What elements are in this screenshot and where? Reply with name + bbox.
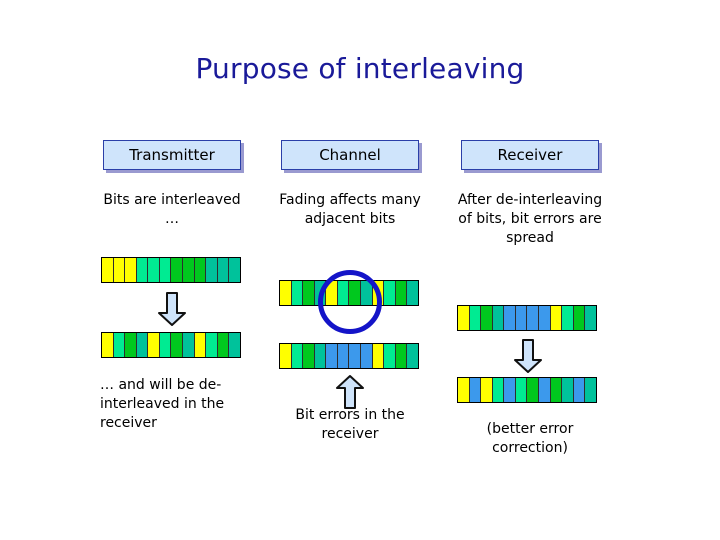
bit-cell: [492, 378, 505, 402]
bit-cell: [194, 258, 207, 282]
bit-cell: [573, 378, 586, 402]
bit-cell: [206, 333, 218, 357]
bit-errors-arrow-up-icon: [333, 374, 367, 410]
bit-cell: [527, 378, 540, 402]
bit-cell: [159, 333, 172, 357]
bit-strip-interleaved: [101, 332, 241, 358]
bit-cell: [458, 306, 470, 330]
caption-receiver-top: After de-interleaving of bits, bit error…: [457, 192, 603, 246]
bit-cell: [469, 378, 482, 402]
bit-cell: [585, 306, 596, 330]
bit-strip-deinterleaved: [457, 377, 597, 403]
bit-cell: [481, 306, 493, 330]
bit-cell: [395, 344, 408, 368]
bit-cell: [113, 333, 126, 357]
caption-channel-top: Fading affects many adjacent bits: [279, 192, 421, 227]
bit-cell: [314, 344, 327, 368]
bit-cell: [384, 344, 396, 368]
bit-cell: [550, 306, 563, 330]
bit-cell: [125, 333, 137, 357]
bit-cell: [303, 344, 315, 368]
bit-cell: [372, 344, 385, 368]
page-title: Purpose of interleaving: [195, 52, 525, 85]
bit-cell: [539, 378, 551, 402]
bit-cell: [217, 258, 230, 282]
bit-cell: [458, 378, 470, 402]
caption-receiver-bottom: (better error correction): [486, 421, 574, 456]
bit-cell: [183, 258, 195, 282]
caption-transmitter-bottom: … and will be de-interleaved in the rece…: [100, 377, 225, 431]
bit-cell: [194, 333, 207, 357]
bit-cell: [349, 344, 362, 368]
bit-cell: [361, 344, 373, 368]
bit-cell: [539, 306, 551, 330]
bit-cell: [481, 378, 493, 402]
bit-cell: [113, 258, 126, 282]
fading-burst-circle: [318, 270, 382, 334]
header-box-channel[interactable]: Channel: [281, 140, 419, 170]
bit-cell: [280, 281, 292, 305]
bit-cell: [504, 378, 516, 402]
header-box-transmitter[interactable]: Transmitter: [103, 140, 241, 170]
bit-cell: [384, 281, 396, 305]
caption-channel-bottom: Bit errors in the receiver: [295, 407, 405, 442]
bit-strip-received: [457, 305, 597, 331]
bit-cell: [585, 378, 596, 402]
bit-cell: [469, 306, 482, 330]
bit-cell: [550, 378, 563, 402]
bit-cell: [395, 281, 408, 305]
bit-cell: [407, 344, 418, 368]
bit-cell: [217, 333, 230, 357]
bit-cell: [125, 258, 137, 282]
deinterleave-arrow-down-icon: [511, 338, 545, 374]
bit-strip-channel-output: [279, 343, 419, 369]
bit-cell: [136, 258, 149, 282]
bit-cell: [562, 306, 574, 330]
bit-cell: [148, 258, 160, 282]
bit-cell: [171, 333, 184, 357]
bit-cell: [326, 344, 338, 368]
bit-strip-original: [101, 257, 241, 283]
caption-transmitter-top: Bits are interleaved …: [103, 192, 241, 227]
bit-cell: [515, 306, 528, 330]
bit-cell: [407, 281, 418, 305]
bit-cell: [136, 333, 149, 357]
bit-cell: [527, 306, 540, 330]
bit-cell: [515, 378, 528, 402]
bit-cell: [229, 258, 240, 282]
bit-cell: [291, 344, 304, 368]
bit-cell: [291, 281, 304, 305]
bit-cell: [159, 258, 172, 282]
bit-cell: [148, 333, 160, 357]
bit-cell: [206, 258, 218, 282]
bit-cell: [562, 378, 574, 402]
bit-cell: [229, 333, 240, 357]
bit-cell: [504, 306, 516, 330]
header-box-receiver[interactable]: Receiver: [461, 140, 599, 170]
bit-cell: [102, 258, 114, 282]
bit-cell: [171, 258, 184, 282]
bit-cell: [492, 306, 505, 330]
bit-cell: [337, 344, 350, 368]
bit-cell: [280, 344, 292, 368]
bit-cell: [183, 333, 195, 357]
bit-cell: [102, 333, 114, 357]
bit-cell: [303, 281, 315, 305]
bit-cell: [573, 306, 586, 330]
interleave-arrow-down-icon: [155, 291, 189, 327]
